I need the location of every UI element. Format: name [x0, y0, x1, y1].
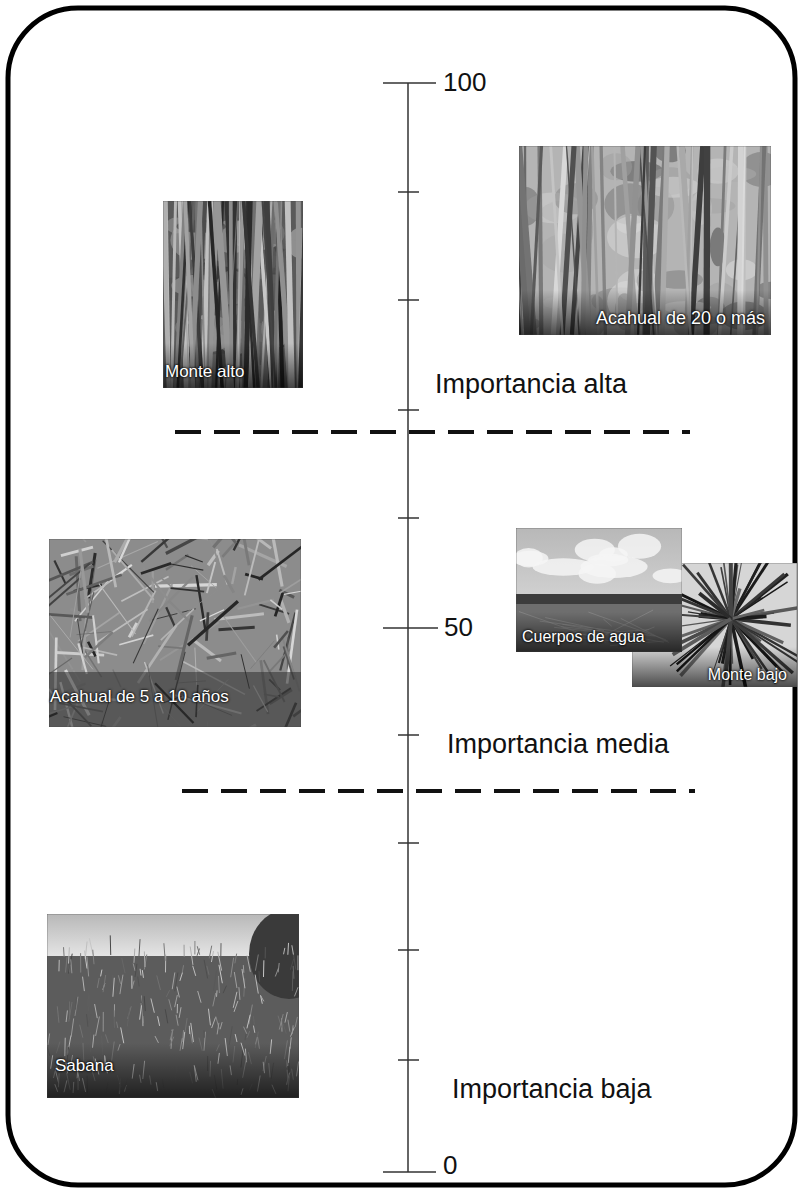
axis-value: 100: [443, 67, 486, 97]
divider-line: [175, 430, 690, 434]
photo-caption: Acahual de 20 o más: [596, 308, 765, 329]
divider-line: [182, 789, 695, 793]
photo-box: Sabana: [47, 914, 299, 1098]
photo-caption: Sabana: [55, 1056, 114, 1076]
importance-label: Importancia baja: [452, 1074, 652, 1104]
frame-border: [8, 8, 795, 1185]
axis-value: 50: [444, 612, 473, 642]
photo-caption: Cuerpos de agua: [522, 628, 645, 646]
importance-label: Importancia baja: [452, 1074, 652, 1105]
photo-caption: Monte bajo: [708, 666, 787, 684]
axis-value: 0: [443, 1151, 457, 1181]
importance-label: Importancia alta: [435, 369, 627, 400]
importance-label: Importancia media: [447, 729, 669, 760]
axis-value: 50: [444, 613, 473, 643]
photo-caption: Monte alto: [165, 362, 244, 382]
thicket-photo: [49, 539, 301, 727]
axis-value: 0: [443, 1150, 457, 1180]
forest-photo: [163, 201, 303, 388]
importance-label: Importancia alta: [435, 369, 627, 399]
importance-axis: [383, 83, 438, 1172]
photo-box: Acahual de 5 a 10 años: [49, 539, 301, 727]
grassland-photo: [47, 914, 299, 1098]
photo-box: Cuerpos de agua: [516, 528, 682, 652]
photo-box: Acahual de 20 o más: [519, 146, 771, 335]
photo-caption: Acahual de 5 a 10 años: [50, 687, 229, 707]
axis-value: 100: [443, 68, 486, 98]
water-photo: [516, 528, 682, 652]
importance-label: Importancia media: [447, 729, 669, 759]
photo-box: Monte bajo: [632, 563, 797, 687]
photo-box: Monte alto: [163, 201, 303, 388]
forest-photo: [519, 146, 771, 335]
